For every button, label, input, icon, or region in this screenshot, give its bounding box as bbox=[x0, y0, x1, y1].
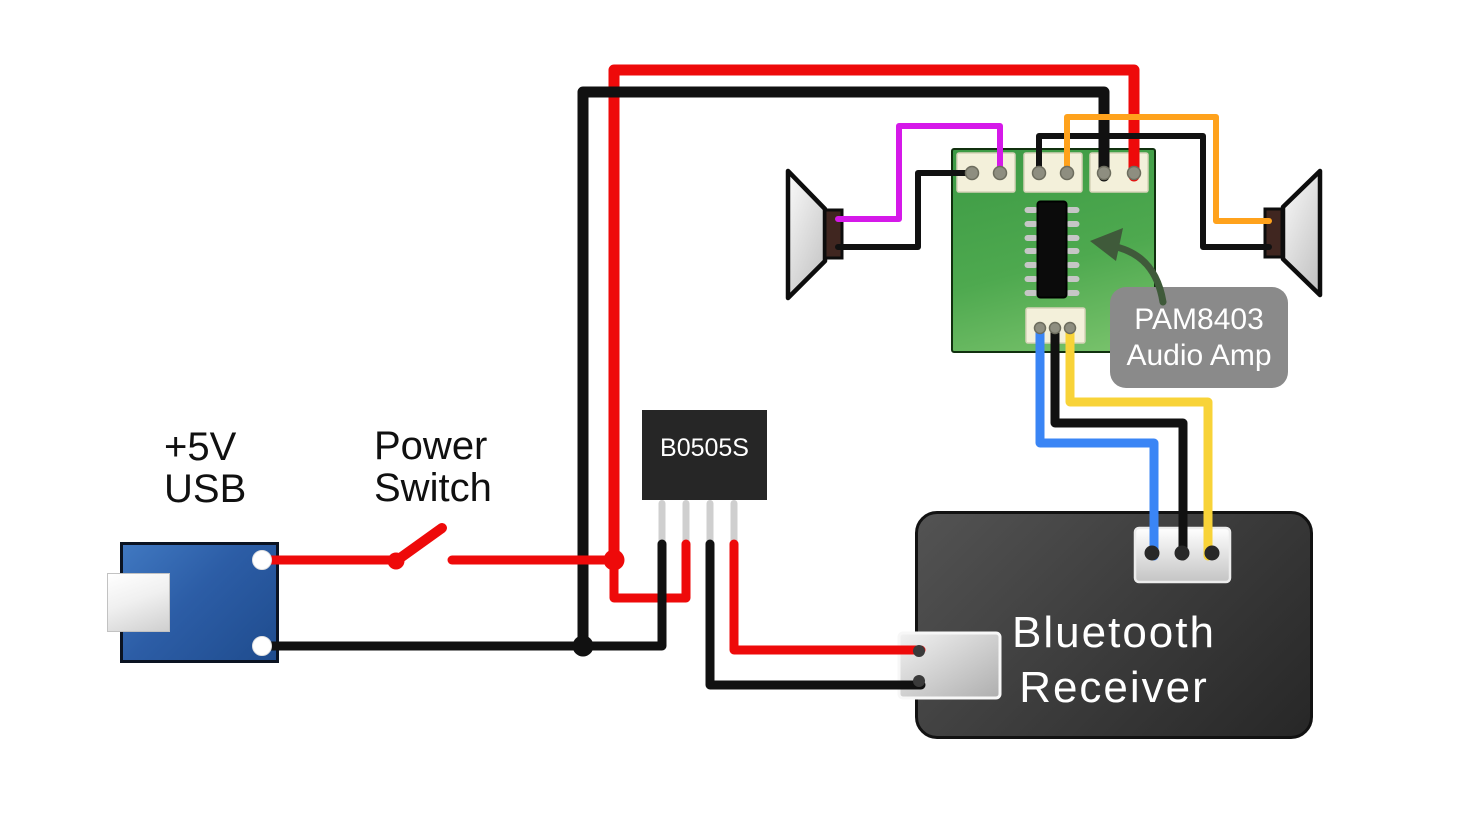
receiver-label: Bluetooth Receiver bbox=[915, 605, 1313, 715]
usb-gnd-terminal bbox=[252, 636, 272, 656]
power-switch-label-line2: Switch bbox=[374, 466, 492, 510]
switch-lever bbox=[391, 523, 447, 566]
wire-black-left-speaker bbox=[835, 170, 975, 250]
wire-black-usb-to-dcdc bbox=[257, 539, 667, 651]
wire-red-junction-to-dcdc bbox=[609, 539, 691, 603]
callout-arrow bbox=[1090, 228, 1167, 306]
power-switch-label-line1: Power bbox=[374, 424, 488, 468]
bluetooth-receiver bbox=[915, 511, 1313, 739]
wire-black-signal bbox=[1050, 325, 1188, 561]
power-switch-label: Power Switch bbox=[374, 425, 492, 509]
wire-black-dcdc-to-receiver bbox=[705, 539, 926, 690]
dcdc-label: B0505S bbox=[660, 434, 749, 462]
amp-connector-pins bbox=[964, 165, 1142, 335]
usb-label-line2: USB bbox=[164, 467, 247, 511]
left-speaker bbox=[785, 168, 844, 301]
receiver-connector-pins bbox=[913, 545, 1220, 687]
dcdc-pins bbox=[658, 500, 738, 547]
amp-callout-line1: PAM8403 bbox=[1134, 302, 1264, 336]
right-speaker-cone bbox=[1280, 168, 1323, 298]
receiver-label-line1: Bluetooth bbox=[1012, 608, 1216, 657]
usb-label: +5V USB bbox=[164, 426, 246, 510]
junction-dot-red bbox=[603, 549, 625, 571]
usb-label-line1: +5V bbox=[164, 425, 237, 469]
amp-callout-line2: Audio Amp bbox=[1126, 338, 1272, 372]
wire-red-dcdc-to-receiver bbox=[729, 539, 926, 655]
wire-magenta-left-speaker bbox=[835, 123, 1003, 222]
usb-connector bbox=[107, 573, 170, 632]
right-speaker bbox=[1263, 168, 1323, 298]
dcdc-module bbox=[642, 410, 767, 500]
switch-pivot bbox=[387, 552, 405, 570]
usb-5v-terminal bbox=[252, 550, 272, 570]
wire-blue-signal bbox=[1035, 325, 1159, 561]
wire-yellow-signal bbox=[1065, 325, 1213, 561]
amp-callout: PAM8403 Audio Amp bbox=[1110, 287, 1288, 388]
wire-red-power-to-amp bbox=[608, 64, 1140, 566]
pam8403-chip bbox=[1024, 200, 1080, 299]
wire-black-right-speaker bbox=[1036, 133, 1272, 250]
receiver-label-line2: Receiver bbox=[1019, 663, 1209, 712]
junction-dot-black bbox=[572, 635, 594, 657]
wire-orange-right-speaker bbox=[1064, 114, 1272, 224]
left-speaker-cone bbox=[785, 168, 828, 301]
